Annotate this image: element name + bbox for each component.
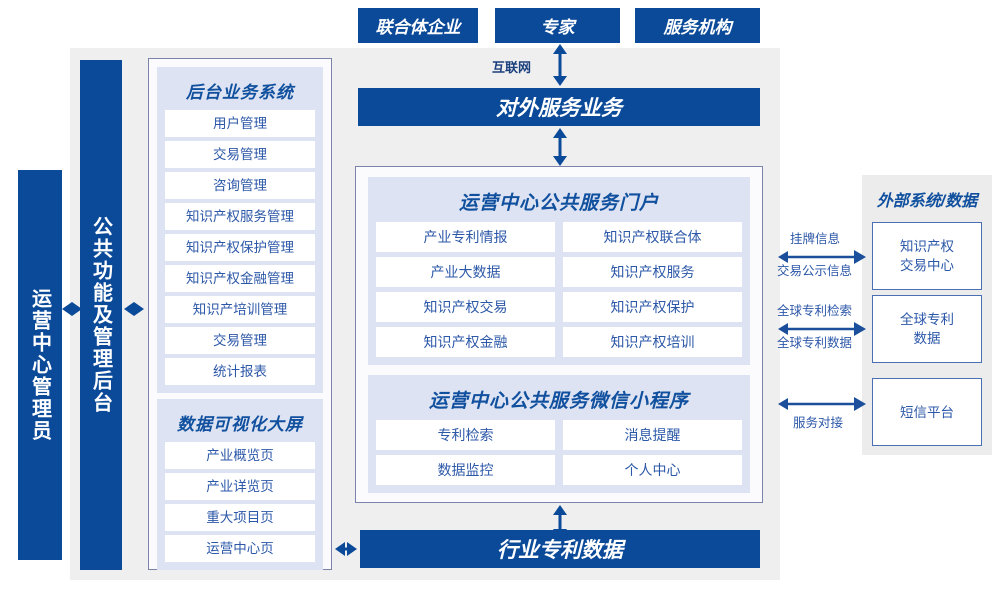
miniprogram-panel: 运营中心公共服务微信小程序 专利检索 消息提醒 数据监控 个人中心 (368, 375, 750, 493)
list-item[interactable]: 交易管理 (165, 327, 315, 354)
list-item[interactable]: 运营中心页 (165, 535, 315, 562)
portal-grid: 产业专利情报 知识产权联合体 产业大数据 知识产权服务 知识产权交易 知识产权保… (376, 222, 742, 357)
connector-label-below: 服务对接 (793, 416, 844, 430)
data-visual-panel: 数据可视化大屏 产业概览页 产业详览页 重大项目页 运营中心页 (157, 399, 323, 570)
portal-item[interactable]: 知识产权金融 (376, 327, 555, 357)
miniprogram-item[interactable]: 数据监控 (376, 455, 555, 485)
role-bar-common-function-backend[interactable]: 公共功能及管理后台 (80, 60, 122, 570)
service-to-portal-arrow (553, 128, 567, 166)
external-service-bar[interactable]: 对外服务业务 (358, 88, 760, 126)
portal-item[interactable]: 知识产权培训 (563, 327, 742, 357)
data-visual-title: 数据可视化大屏 (177, 415, 303, 434)
list-item[interactable]: 知识产权服务管理 (165, 203, 315, 230)
list-item[interactable]: 产业详览页 (165, 473, 315, 500)
miniprogram-title: 运营中心公共服务微信小程序 (428, 391, 689, 412)
external-system-line1: 知识产权 (900, 239, 954, 254)
external-systems-title: 外部系统/数据 (876, 193, 978, 210)
portal-panel: 运营中心公共服务门户 产业专利情报 知识产权联合体 产业大数据 知识产权服务 知… (368, 177, 750, 365)
role-label: 运营中心管理员 (28, 288, 51, 442)
data-visual-list: 产业概览页 产业详览页 重大项目页 运营中心页 (165, 442, 315, 562)
external-system-line1: 全球专利 (900, 312, 954, 327)
industry-data-bar[interactable]: 行业专利数据 (360, 530, 760, 568)
list-item[interactable]: 统计报表 (165, 358, 315, 385)
actor-label: 服务机构 (663, 18, 732, 37)
miniprogram-item[interactable]: 个人中心 (563, 455, 742, 485)
role-label: 公共功能及管理后台 (89, 216, 112, 414)
miniprogram-grid: 专利检索 消息提醒 数据监控 个人中心 (376, 420, 742, 485)
external-service-bar-label: 对外服务业务 (496, 97, 622, 120)
list-item[interactable]: 用户管理 (165, 110, 315, 137)
external-system-line1: 短信平台 (900, 404, 954, 420)
actor-box-expert[interactable]: 专家 (495, 8, 620, 43)
external-system-line2: 交易中心 (900, 258, 954, 273)
connector-label-below: 全球专利数据 (777, 336, 853, 350)
backend-system-panel: 后台业务系统 用户管理 交易管理 咨询管理 知识产权服务管理 知识产权保护管理 … (157, 67, 323, 393)
role-bar-operations-admin[interactable]: 运营中心管理员 (18, 170, 62, 560)
list-item[interactable]: 交易管理 (165, 141, 315, 168)
internet-arrow (553, 44, 567, 86)
industry-data-label: 行业专利数据 (497, 539, 623, 562)
external-system-ip-exchange[interactable]: 知识产权 交易中心 (872, 222, 982, 290)
portal-item[interactable]: 知识产权服务 (563, 257, 742, 287)
connector-arrow-global-patent (778, 322, 866, 336)
backend-system-list: 用户管理 交易管理 咨询管理 知识产权服务管理 知识产权保护管理 知识产权金融管… (165, 110, 315, 385)
external-system-sms-platform[interactable]: 短信平台 (872, 378, 982, 446)
backend-to-systems-arrow (124, 302, 144, 316)
portal-item[interactable]: 产业专利情报 (376, 222, 555, 252)
portal-item[interactable]: 知识产权交易 (376, 292, 555, 322)
portal-title: 运营中心公共服务门户 (458, 193, 659, 214)
list-item[interactable]: 知识产权保护管理 (165, 234, 315, 261)
backend-panel-container: 后台业务系统 用户管理 交易管理 咨询管理 知识产权服务管理 知识产权保护管理 … (148, 58, 332, 570)
miniprogram-item[interactable]: 专利检索 (376, 420, 555, 450)
list-item[interactable]: 知识产培训管理 (165, 296, 315, 323)
connector-label-above: 挂牌信息 (790, 232, 841, 246)
portal-item[interactable]: 产业大数据 (376, 257, 555, 287)
connector-arrow-sms (778, 397, 866, 411)
actor-box-alliance[interactable]: 联合体企业 (358, 8, 478, 43)
list-item[interactable]: 知识产权金融管理 (165, 265, 315, 292)
admin-to-backend-arrow (62, 302, 82, 316)
actor-box-service-org[interactable]: 服务机构 (635, 8, 760, 43)
miniprogram-item[interactable]: 消息提醒 (563, 420, 742, 450)
portal-item[interactable]: 知识产权保护 (563, 292, 742, 322)
backend-system-title: 后台业务系统 (186, 83, 294, 102)
actor-label: 联合体企业 (375, 18, 461, 37)
portal-panel-container: 运营中心公共服务门户 产业专利情报 知识产权联合体 产业大数据 知识产权服务 知… (355, 166, 763, 503)
actor-label: 专家 (540, 18, 575, 37)
connector-label-below: 交易公示信息 (777, 264, 853, 278)
connector-arrow-ip-exchange (778, 250, 866, 264)
list-item[interactable]: 产业概览页 (165, 442, 315, 469)
portal-item[interactable]: 知识产权联合体 (563, 222, 742, 252)
connector-label-above: 全球专利检索 (777, 304, 853, 318)
internet-label: 互联网 (492, 60, 532, 75)
external-system-global-patent-data[interactable]: 全球专利 数据 (872, 295, 982, 363)
visual-to-data-arrow (335, 542, 357, 556)
list-item[interactable]: 咨询管理 (165, 172, 315, 199)
external-system-line2: 数据 (913, 331, 941, 346)
list-item[interactable]: 重大项目页 (165, 504, 315, 531)
